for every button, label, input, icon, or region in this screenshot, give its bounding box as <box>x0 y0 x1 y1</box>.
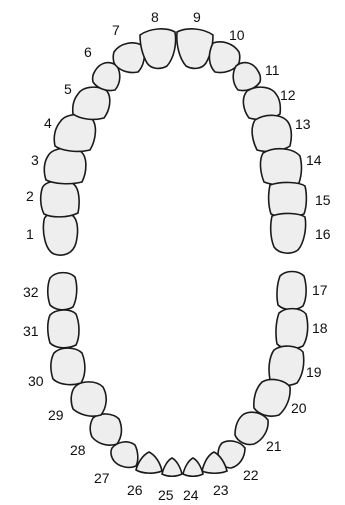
tooth-5 <box>73 87 110 119</box>
tooth-label-32: 32 <box>23 284 39 300</box>
tooth-label-7: 7 <box>112 22 120 38</box>
tooth-label-25: 25 <box>158 487 174 503</box>
tooth-21 <box>235 412 268 444</box>
lower-arch: 17 18 19 20 21 22 23 24 25 26 27 28 29 3… <box>23 272 328 504</box>
upper-arch: 1 2 3 4 5 6 7 8 9 10 11 12 13 14 15 16 <box>26 9 331 255</box>
tooth-14 <box>260 149 301 185</box>
tooth-28 <box>90 414 121 445</box>
tooth-label-28: 28 <box>70 442 86 458</box>
tooth-16 <box>271 213 306 253</box>
tooth-label-6: 6 <box>84 44 92 60</box>
tooth-32 <box>48 273 77 310</box>
tooth-label-27: 27 <box>94 470 110 486</box>
tooth-2 <box>41 181 79 217</box>
tooth-12 <box>243 87 280 119</box>
tooth-label-20: 20 <box>291 400 307 416</box>
tooth-label-11: 11 <box>265 62 280 78</box>
tooth-31 <box>48 310 79 348</box>
tooth-label-3: 3 <box>31 152 39 168</box>
tooth-label-9: 9 <box>193 9 201 25</box>
tooth-13 <box>252 115 291 151</box>
tooth-label-4: 4 <box>44 115 52 131</box>
tooth-7 <box>113 43 144 73</box>
tooth-17 <box>277 272 306 310</box>
tooth-15 <box>269 182 307 217</box>
tooth-label-24: 24 <box>183 487 199 503</box>
tooth-label-31: 31 <box>23 323 39 339</box>
tooth-20 <box>254 380 290 417</box>
tooth-label-1: 1 <box>26 226 34 242</box>
tooth-label-18: 18 <box>312 320 328 336</box>
tooth-label-10: 10 <box>229 27 245 43</box>
tooth-label-8: 8 <box>151 9 159 25</box>
tooth-label-5: 5 <box>64 81 72 97</box>
tooth-label-29: 29 <box>48 407 64 423</box>
tooth-8 <box>140 29 176 69</box>
tooth-26 <box>136 452 162 473</box>
tooth-label-30: 30 <box>28 373 44 389</box>
tooth-30 <box>51 348 85 385</box>
tooth-18 <box>276 309 308 349</box>
tooth-label-13: 13 <box>295 116 311 132</box>
tooth-label-2: 2 <box>26 188 34 204</box>
tooth-label-14: 14 <box>306 152 322 168</box>
tooth-label-23: 23 <box>213 482 229 498</box>
tooth-29 <box>71 382 106 416</box>
tooth-9 <box>177 29 213 69</box>
tooth-label-15: 15 <box>315 192 331 208</box>
tooth-label-19: 19 <box>306 364 322 380</box>
tooth-27 <box>111 442 138 468</box>
tooth-25 <box>162 458 182 476</box>
tooth-1 <box>43 213 77 255</box>
tooth-11 <box>233 63 260 91</box>
tooth-label-22: 22 <box>243 467 259 483</box>
tooth-label-16: 16 <box>315 226 331 242</box>
tooth-24 <box>183 458 203 476</box>
tooth-label-21: 21 <box>266 438 282 454</box>
tooth-label-12: 12 <box>280 87 296 103</box>
tooth-6 <box>93 63 120 91</box>
tooth-label-26: 26 <box>127 482 143 498</box>
tooth-3 <box>44 148 86 183</box>
tooth-label-17: 17 <box>312 282 328 298</box>
